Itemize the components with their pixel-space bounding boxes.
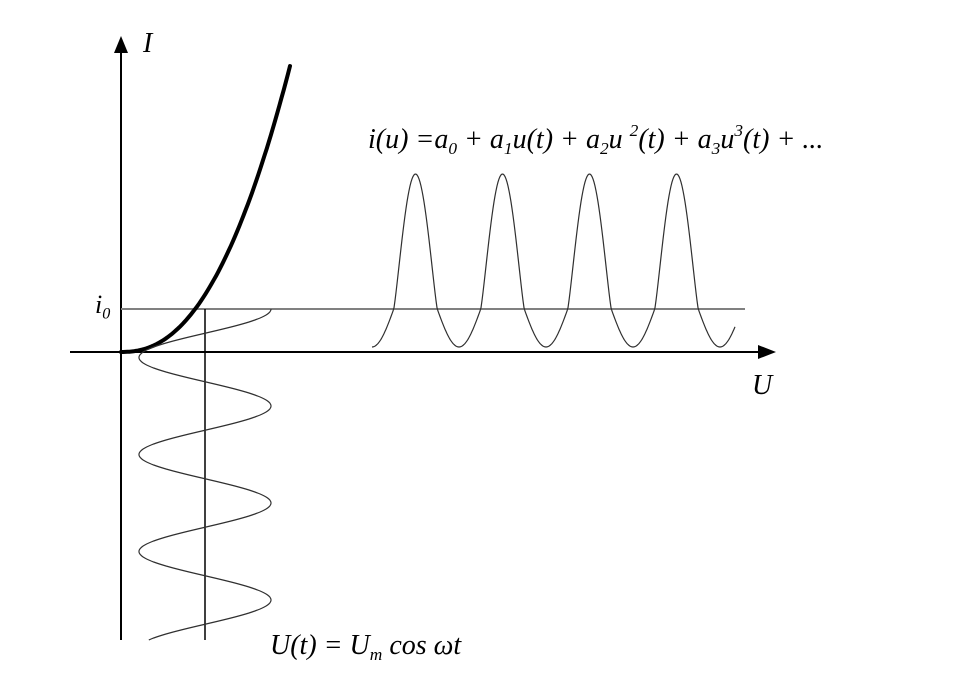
y-axis-arrow-icon — [114, 36, 128, 53]
y-axis-label: I — [143, 28, 153, 59]
bias-current-label: i0 — [95, 290, 111, 323]
input-voltage-waveform — [138, 308, 272, 641]
characteristic-curve — [119, 64, 292, 354]
series-formula: i(u) =a0 + a1u(t) + a2u 2(t) + a3u3(t) +… — [368, 121, 824, 159]
input-signal-formula: U(t) = Um cos ωt — [270, 630, 462, 665]
output-current-waveform — [371, 173, 736, 348]
x-axis-label: U — [752, 370, 773, 401]
x-axis-arrow-icon — [758, 345, 776, 359]
